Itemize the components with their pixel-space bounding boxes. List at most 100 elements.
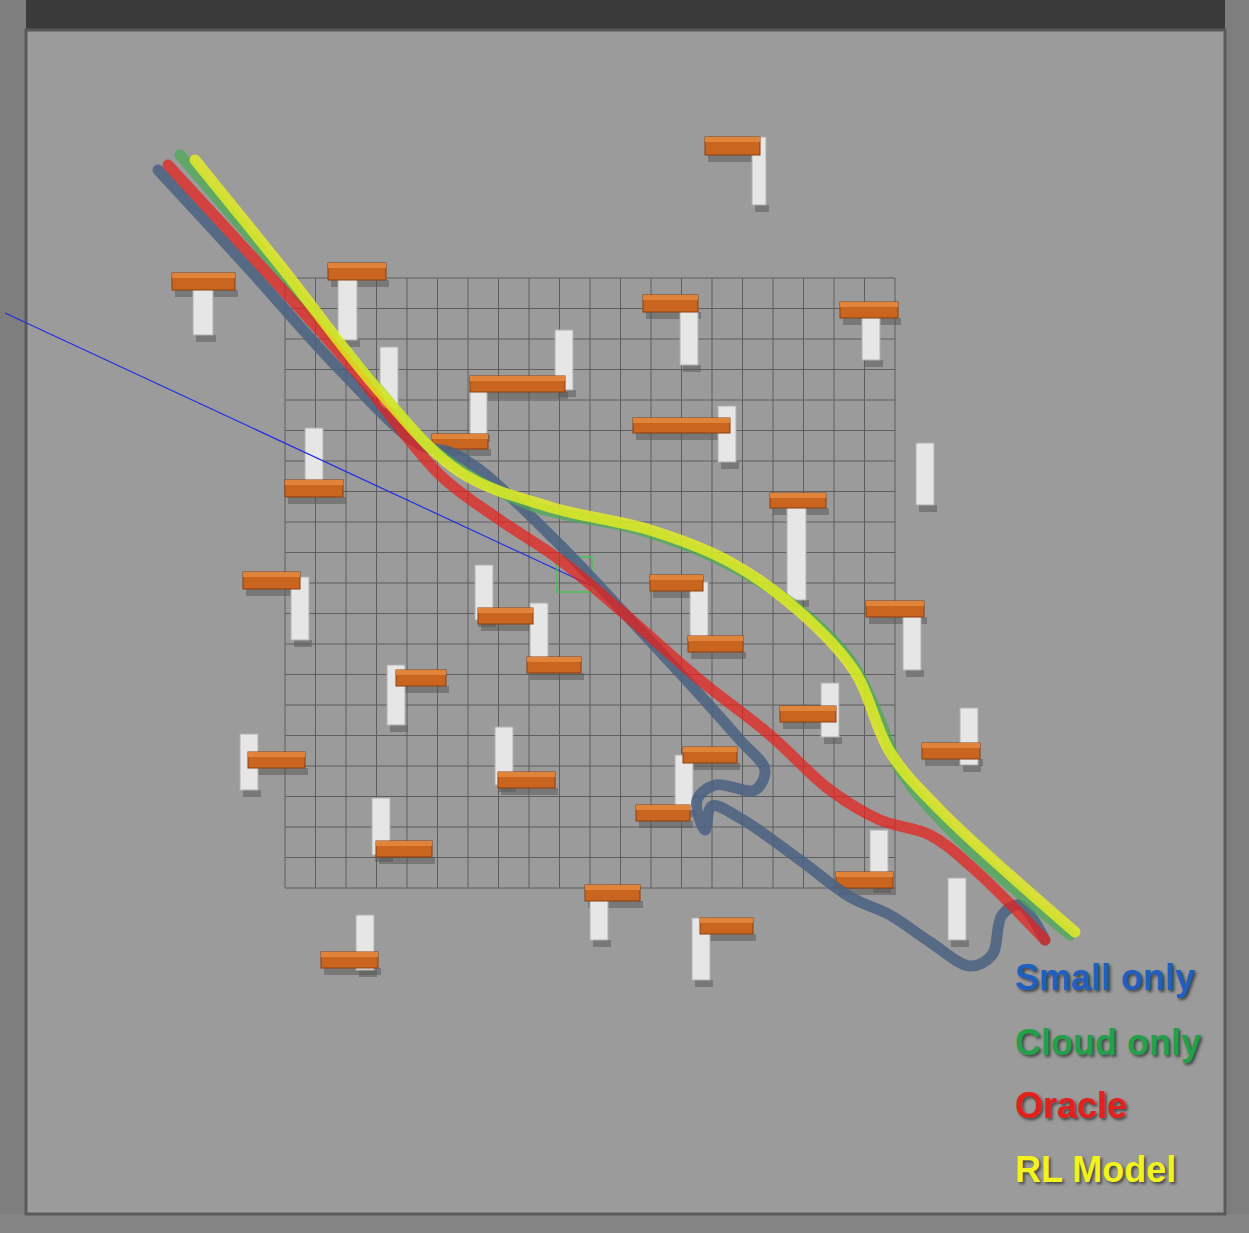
orange-bar-top <box>285 480 343 485</box>
obstacle-shadow <box>755 205 769 212</box>
orange-bar <box>840 302 898 318</box>
orange-bar-top <box>643 295 698 300</box>
orange-bar-top <box>866 601 924 606</box>
trajectory <box>195 160 1075 932</box>
obstacle-shadow <box>683 365 701 372</box>
orange-bar <box>172 273 235 290</box>
orange-bar-top <box>527 657 581 662</box>
orange-bar <box>285 480 343 497</box>
orange-bar <box>248 752 305 768</box>
obstacle-shadow <box>390 725 408 732</box>
obstacle-shadow <box>251 768 308 775</box>
orange-bar-top <box>922 743 980 748</box>
obstacle-shadow <box>865 360 883 367</box>
white-pillar <box>916 443 934 505</box>
orange-bar <box>780 706 836 722</box>
orange-bar <box>683 747 737 763</box>
orange-bar-top <box>688 636 743 641</box>
grid-line <box>285 796 895 797</box>
obstacle-shadow <box>359 970 377 977</box>
orange-bar <box>922 743 980 759</box>
orange-bar <box>396 670 446 686</box>
orange-bar-top <box>470 376 565 381</box>
orange-bar-top <box>700 918 753 923</box>
orange-bar <box>770 493 826 508</box>
obstacle-shadow <box>695 980 713 987</box>
orange-bar <box>376 841 432 857</box>
orange-bar-top <box>243 572 300 577</box>
wall <box>0 0 1249 30</box>
orange-bar <box>643 295 698 312</box>
obstacle-shadow <box>703 934 756 941</box>
orange-bar-top <box>498 772 555 777</box>
obstacle-shadow <box>243 790 261 797</box>
orange-bar-top <box>650 575 703 580</box>
orange-bar-top <box>683 747 737 752</box>
obstacle-shadow <box>963 765 981 772</box>
orange-bar-top <box>840 302 898 307</box>
legend-entry: RL Model <box>1015 1150 1176 1190</box>
wall <box>0 0 26 1233</box>
grid-line <box>895 278 896 888</box>
orange-bar-top <box>585 885 640 890</box>
obstacle-shadow <box>639 821 693 828</box>
orange-bar-top <box>705 137 760 142</box>
obstacle-shadow <box>196 335 216 342</box>
obstacle-shadow <box>919 505 937 512</box>
orange-bar <box>633 418 730 433</box>
white-pillar <box>787 500 806 600</box>
obstacle-shadow <box>593 940 611 947</box>
orange-bar <box>498 772 555 788</box>
legend-entry: Cloud only <box>1015 1023 1201 1063</box>
orange-bar-top <box>836 872 893 877</box>
legend-entry: Small only <box>1015 958 1195 998</box>
obstacle-shadow <box>288 497 346 504</box>
orange-bar-top <box>478 608 533 613</box>
orange-bar <box>700 918 753 934</box>
orange-bar-top <box>376 841 432 846</box>
orange-bar <box>585 885 640 901</box>
wall-edge <box>26 30 1225 1214</box>
wall <box>0 1214 1249 1233</box>
orange-bar-top <box>636 805 690 810</box>
white-pillar <box>948 878 966 940</box>
orange-bar-top <box>770 493 826 498</box>
orange-bar <box>636 805 690 821</box>
orange-bar-top <box>328 263 386 268</box>
obstacle-shadow <box>686 763 740 770</box>
legend-entry: Oracle <box>1015 1086 1127 1126</box>
obstacle-shadow <box>691 652 746 659</box>
obstacle-shadow <box>530 673 584 680</box>
orange-bar <box>650 575 703 591</box>
orange-bar <box>705 137 760 155</box>
wall <box>1225 0 1249 1233</box>
obstacle-shadow <box>294 640 312 647</box>
orange-bar-top <box>321 952 378 957</box>
orange-bar <box>836 872 893 888</box>
obstacle-shadow <box>906 670 924 677</box>
orange-bar <box>688 636 743 652</box>
orange-bar <box>866 601 924 617</box>
orange-bar-top <box>172 273 235 278</box>
obstacle-shadow <box>824 737 842 744</box>
laser-ray <box>5 313 590 585</box>
orange-bar <box>470 376 565 392</box>
obstacle-shadow <box>399 686 449 693</box>
orange-bar <box>243 572 300 589</box>
orange-bar-top <box>248 752 305 757</box>
orange-bar-top <box>432 434 488 439</box>
orange-bar-top <box>633 418 730 423</box>
orange-bar-top <box>396 670 446 675</box>
orange-bar <box>321 952 378 968</box>
trajectory <box>180 155 1070 935</box>
orange-bar <box>527 657 581 673</box>
obstacle-shadow <box>951 940 969 947</box>
obstacle-shadow <box>721 462 739 469</box>
orange-bar <box>478 608 533 624</box>
grid-line <box>864 278 865 888</box>
orange-bar <box>328 263 386 280</box>
trajectories <box>158 155 1075 966</box>
